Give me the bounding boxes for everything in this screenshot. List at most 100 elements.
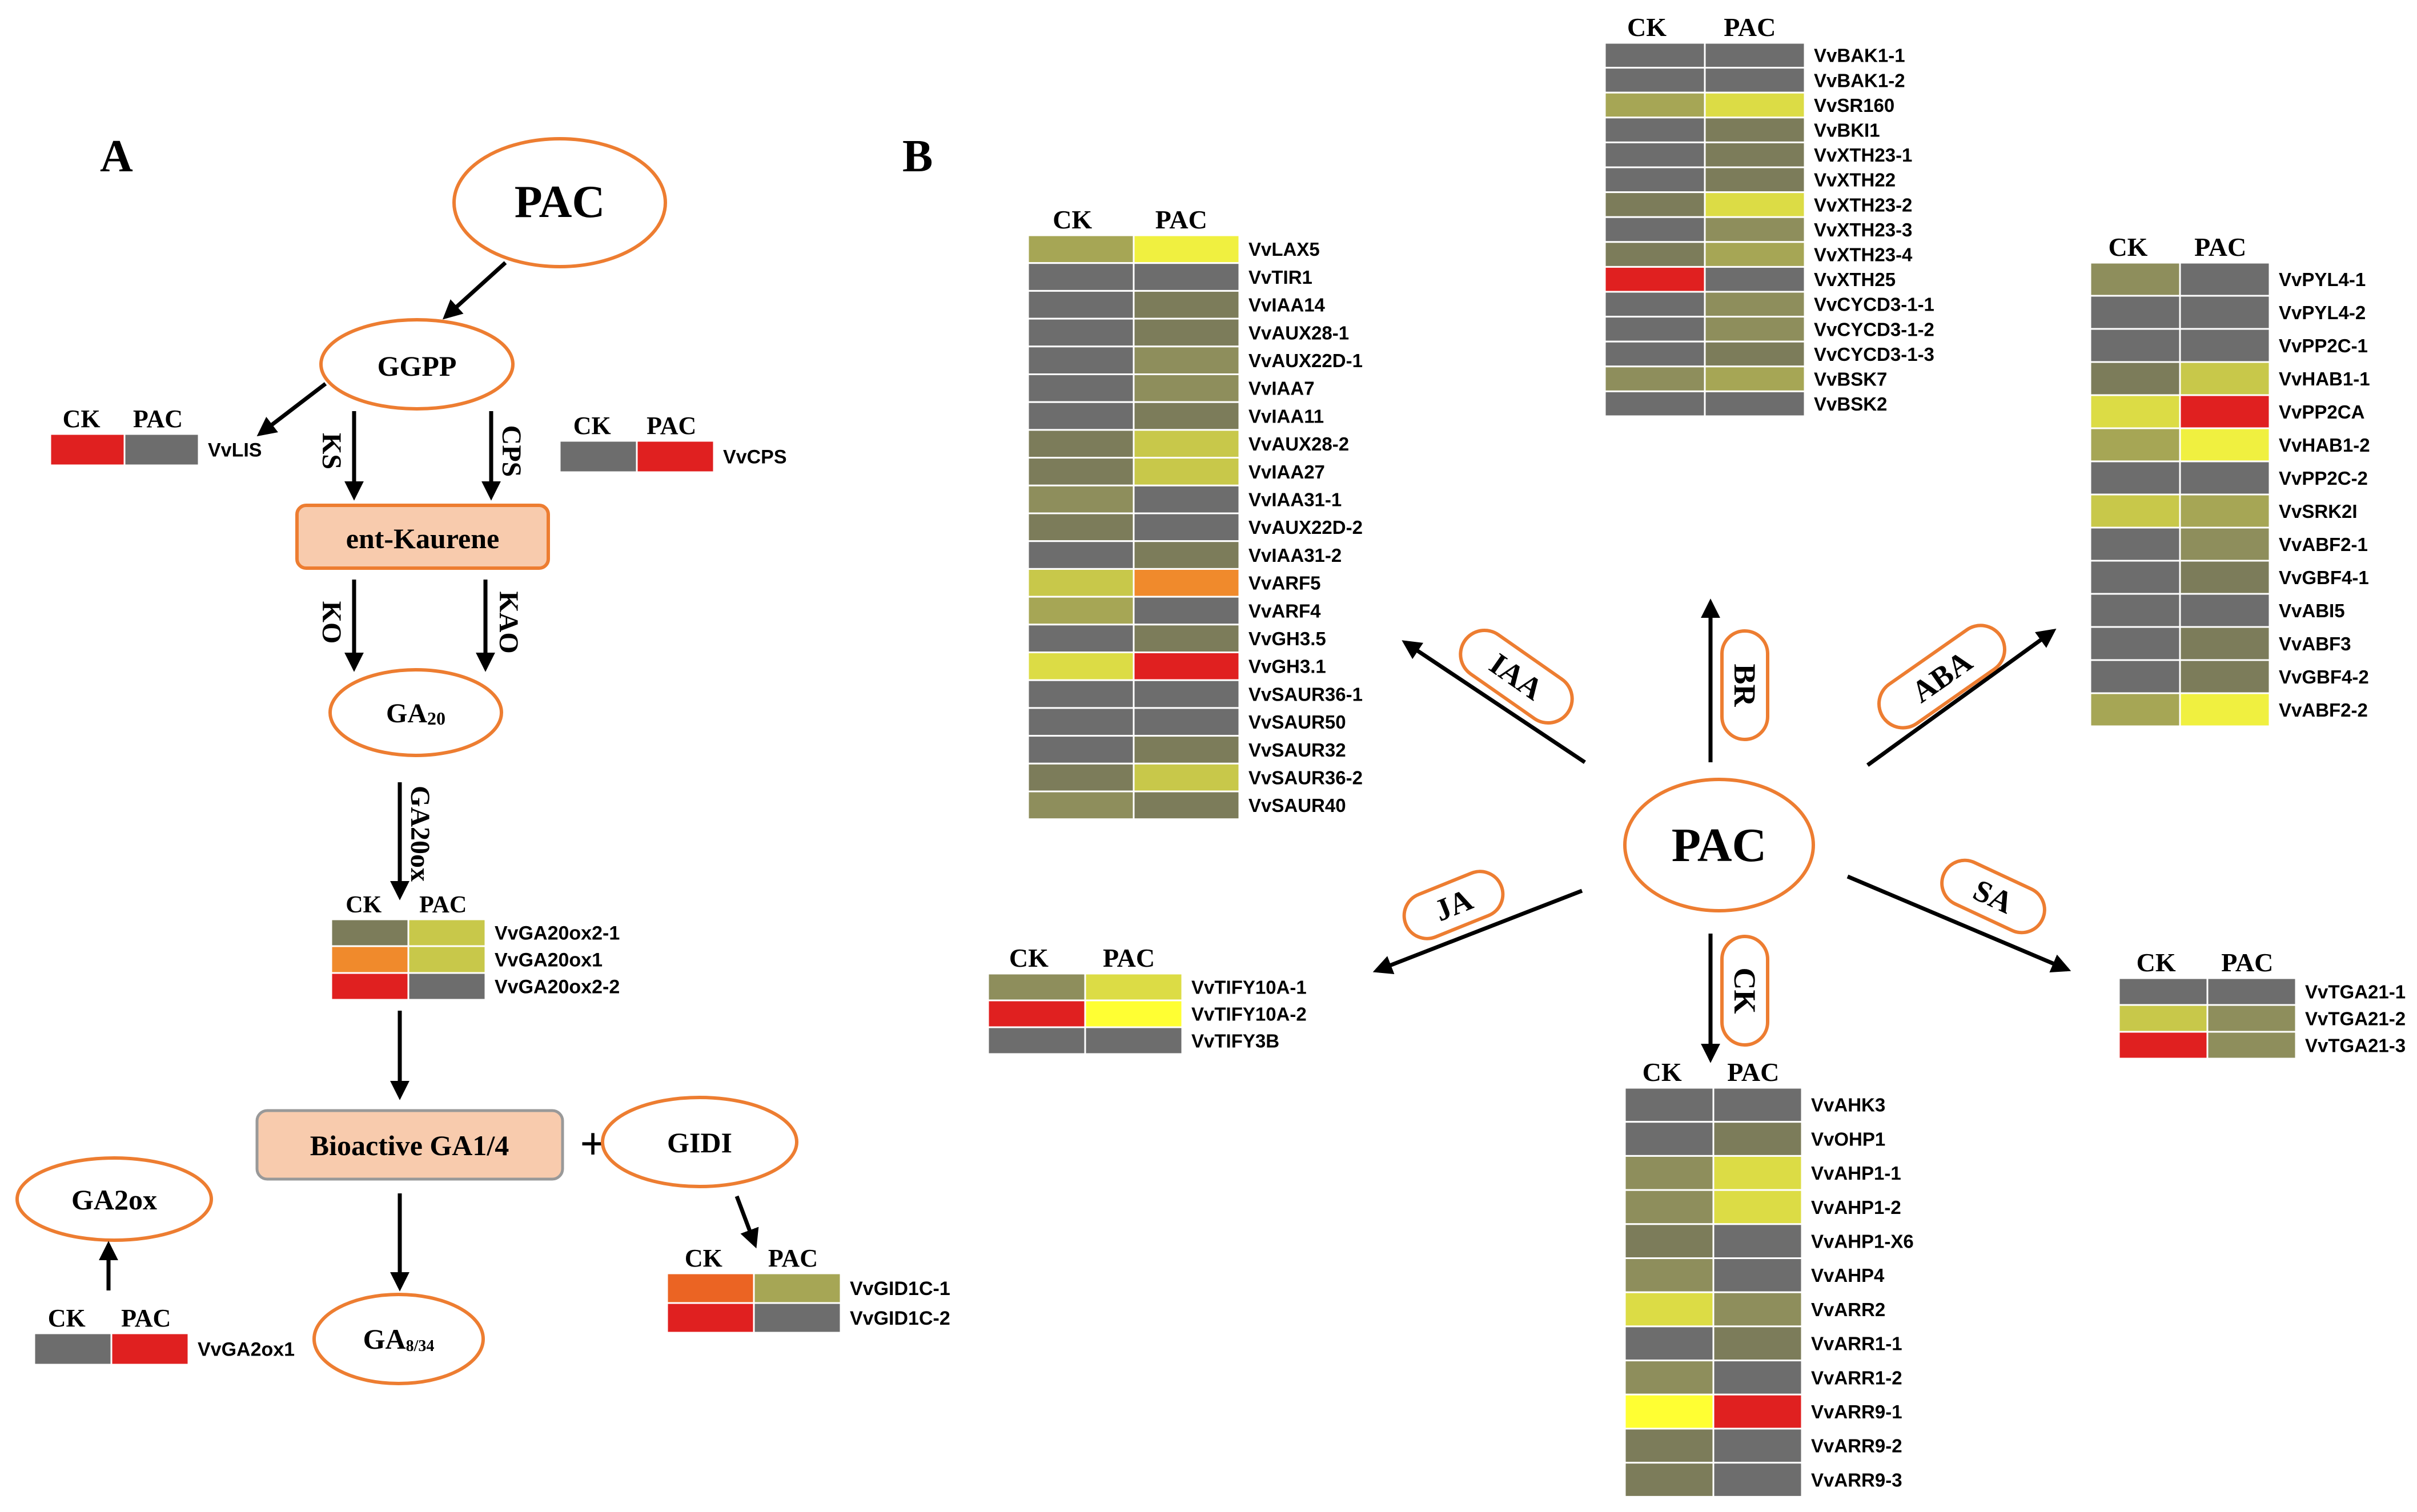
heatmap-cell-pac bbox=[1712, 1087, 1803, 1123]
heatmap-cell-ck bbox=[1027, 790, 1135, 821]
heatmap-cell-ck bbox=[1624, 1189, 1715, 1225]
ga20-main: GA bbox=[386, 698, 427, 729]
hormone-br-pill-shape bbox=[1720, 629, 1769, 741]
heatmap-cell-pac bbox=[1704, 340, 1806, 368]
arrow-gidi-gid1 bbox=[734, 1195, 759, 1249]
heatmap-cell-ck bbox=[1027, 457, 1135, 486]
gene-label: VvPP2C-2 bbox=[2279, 468, 2368, 489]
enzyme-ks-label: KS bbox=[316, 433, 347, 469]
bioactive-ga-node bbox=[255, 1109, 564, 1181]
heatmap-cell-ck bbox=[1604, 291, 1706, 318]
heatmap-cell-ck bbox=[1604, 340, 1706, 368]
heatmap-cell-ck bbox=[1027, 234, 1135, 264]
gene-label: VvGH3.5 bbox=[1248, 628, 1326, 649]
gene-label: VvTIFY3B bbox=[1191, 1030, 1279, 1051]
heatmap-cell-pac bbox=[1133, 429, 1240, 459]
gene-label: VvGA20ox2-2 bbox=[495, 976, 620, 998]
heatmap-cell-ck bbox=[1604, 191, 1706, 218]
heatmap-ck-ck-header: CK bbox=[1643, 1057, 1682, 1087]
heatmap-cell-ck bbox=[987, 972, 1086, 1002]
ggpp-node bbox=[319, 318, 515, 411]
gene-label: VvARR9-2 bbox=[1811, 1435, 1902, 1457]
gene-label: VvOHP1 bbox=[1811, 1128, 1885, 1149]
heatmap-aba-pac-header: PAC bbox=[2194, 232, 2246, 262]
heatmap-cell-pac bbox=[2179, 659, 2271, 694]
gene-label: VvGA20ox2-1 bbox=[495, 923, 620, 944]
heatmap-cell-pac bbox=[1133, 540, 1240, 570]
heatmap-cell-ck bbox=[2089, 560, 2181, 595]
heatmap-cell-pac bbox=[1133, 762, 1240, 793]
bioactive-ga-label: Bioactive GA1/4 bbox=[310, 1129, 509, 1161]
heatmap-cell-pac bbox=[1712, 1462, 1803, 1498]
heatmap-cell-pac bbox=[1133, 707, 1240, 737]
heatmap-cell-pac bbox=[1704, 116, 1806, 143]
hormone-sa-pill-shape bbox=[1940, 858, 2046, 935]
heatmap-ga20ox-ck-header: CK bbox=[346, 892, 382, 918]
heatmap-cell-pac bbox=[1704, 67, 1806, 94]
ggpp-node-label: GGPP bbox=[378, 350, 457, 382]
gene-label: VvXTH23-4 bbox=[1814, 244, 1913, 265]
gene-label: VvGID1C-2 bbox=[850, 1308, 950, 1329]
gene-label: VvGBF4-2 bbox=[2279, 666, 2369, 687]
heatmap-cell-ck bbox=[2089, 626, 2181, 661]
gene-label: VvARF4 bbox=[1248, 600, 1321, 621]
heatmap-cell-ck bbox=[2089, 427, 2181, 463]
heatmap-cell-pac bbox=[1712, 1325, 1803, 1362]
gene-label: VvIAA31-2 bbox=[1248, 545, 1342, 566]
heatmap-cell-pac bbox=[1704, 390, 1806, 417]
heatmap-cell-ck bbox=[1604, 141, 1706, 168]
heatmap-cell-ck bbox=[1604, 241, 1706, 268]
heatmap-cell-pac bbox=[1712, 1223, 1803, 1260]
pac-center-label: PAC bbox=[1672, 819, 1766, 872]
gene-label: VvAHK3 bbox=[1811, 1095, 1885, 1116]
heatmap-cell-pac bbox=[2179, 328, 2271, 363]
heatmap-cell-pac bbox=[2179, 394, 2271, 429]
ga20-node-label: GA20 bbox=[386, 698, 445, 729]
gene-label: VvBKI1 bbox=[1814, 119, 1880, 140]
heatmap-gid1-ck-header: CK bbox=[685, 1244, 722, 1272]
heatmap-cell-ck bbox=[2089, 262, 2181, 297]
heatmap-cell-ck bbox=[1604, 216, 1706, 243]
heatmap-cell-pac bbox=[1084, 972, 1183, 1002]
heatmap-cell-pac bbox=[2179, 593, 2271, 628]
heatmap-cell-pac bbox=[753, 1272, 842, 1304]
heatmap-cell-ck bbox=[330, 945, 409, 974]
gidi-node bbox=[601, 1096, 798, 1188]
gene-label: VvHAB1-1 bbox=[2279, 368, 2370, 389]
heatmap-cell-ck bbox=[987, 1026, 1086, 1055]
gene-label: VvTGA21-2 bbox=[2305, 1008, 2406, 1029]
hormone-br-pill: BR bbox=[1720, 629, 1769, 741]
gene-label: VvARR1-1 bbox=[1811, 1333, 1902, 1354]
heatmap-cell-pac bbox=[1704, 166, 1806, 194]
heatmap-cell-ck bbox=[1604, 266, 1706, 293]
gene-label: VvLIS bbox=[208, 440, 262, 461]
ga834-node bbox=[312, 1293, 485, 1385]
heatmap-cell-pac bbox=[1084, 1026, 1183, 1055]
arrow-iaa bbox=[1402, 640, 1586, 764]
gene-label: VvXTH23-1 bbox=[1814, 144, 1912, 166]
ga2ox-node bbox=[15, 1156, 213, 1242]
heatmap-cell-pac bbox=[407, 972, 487, 1001]
arrow-aba bbox=[1866, 629, 2057, 767]
heatmap-cell-pac bbox=[1712, 1393, 1803, 1430]
heatmap-cell-pac bbox=[1712, 1155, 1803, 1191]
heatmap-cell-ck bbox=[1027, 624, 1135, 654]
panel-b-label: B bbox=[902, 131, 933, 182]
gene-label: VvARR9-3 bbox=[1811, 1469, 1902, 1490]
heatmap-cell-ck bbox=[2089, 361, 2181, 396]
arrow-ja bbox=[1372, 888, 1583, 974]
gene-label: VvBAK1-1 bbox=[1814, 45, 1905, 66]
heatmap-cell-ck bbox=[33, 1332, 113, 1366]
heatmap-cell-ck bbox=[1027, 707, 1135, 737]
heatmap-cell-ck bbox=[1604, 116, 1706, 143]
heatmap-cell-pac bbox=[1133, 401, 1240, 431]
heatmap-cell-pac bbox=[1133, 652, 1240, 681]
heatmap-aba-ck-header: CK bbox=[2108, 232, 2147, 262]
heatmap-cell-ck bbox=[1624, 1121, 1715, 1157]
hormone-sa-pill: SA bbox=[1940, 858, 2046, 935]
heatmap-cell-pac bbox=[1133, 289, 1240, 320]
